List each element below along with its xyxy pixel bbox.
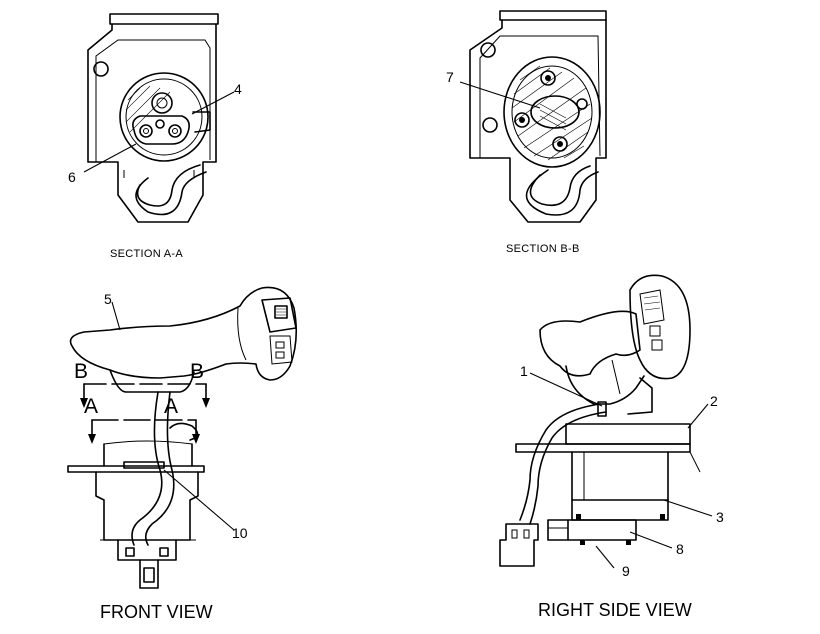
- callout-3: 3: [716, 509, 724, 525]
- right-side-view-title: RIGHT SIDE VIEW: [538, 600, 692, 620]
- cut-marker-b-right: B: [190, 360, 204, 383]
- callout-10: 10: [232, 525, 248, 541]
- callout-8: 8: [676, 541, 684, 557]
- front-view-drawing: [67, 286, 298, 589]
- callout-2: 2: [710, 393, 718, 409]
- callout-9: 9: [622, 563, 630, 579]
- front-view-title: FRONT VIEW: [100, 602, 213, 622]
- section-a-a-drawing: [87, 13, 219, 223]
- section-cut-lines: [80, 383, 210, 444]
- section-b-b-drawing: [469, 10, 607, 223]
- leader-lines: [83, 81, 713, 569]
- cut-marker-a-left: A: [84, 395, 98, 418]
- callout-4: 4: [234, 81, 242, 97]
- cut-marker-b-left: B: [74, 360, 88, 383]
- section-b-b-title: SECTION B-B: [506, 243, 580, 255]
- section-a-a-title: SECTION A-A: [110, 248, 183, 260]
- callout-6: 6: [68, 169, 76, 185]
- callout-5: 5: [104, 291, 112, 307]
- callout-7: 7: [446, 69, 454, 85]
- callout-1: 1: [520, 363, 528, 379]
- right-side-view-drawing: [499, 274, 701, 567]
- cut-marker-a-right: A: [164, 395, 178, 418]
